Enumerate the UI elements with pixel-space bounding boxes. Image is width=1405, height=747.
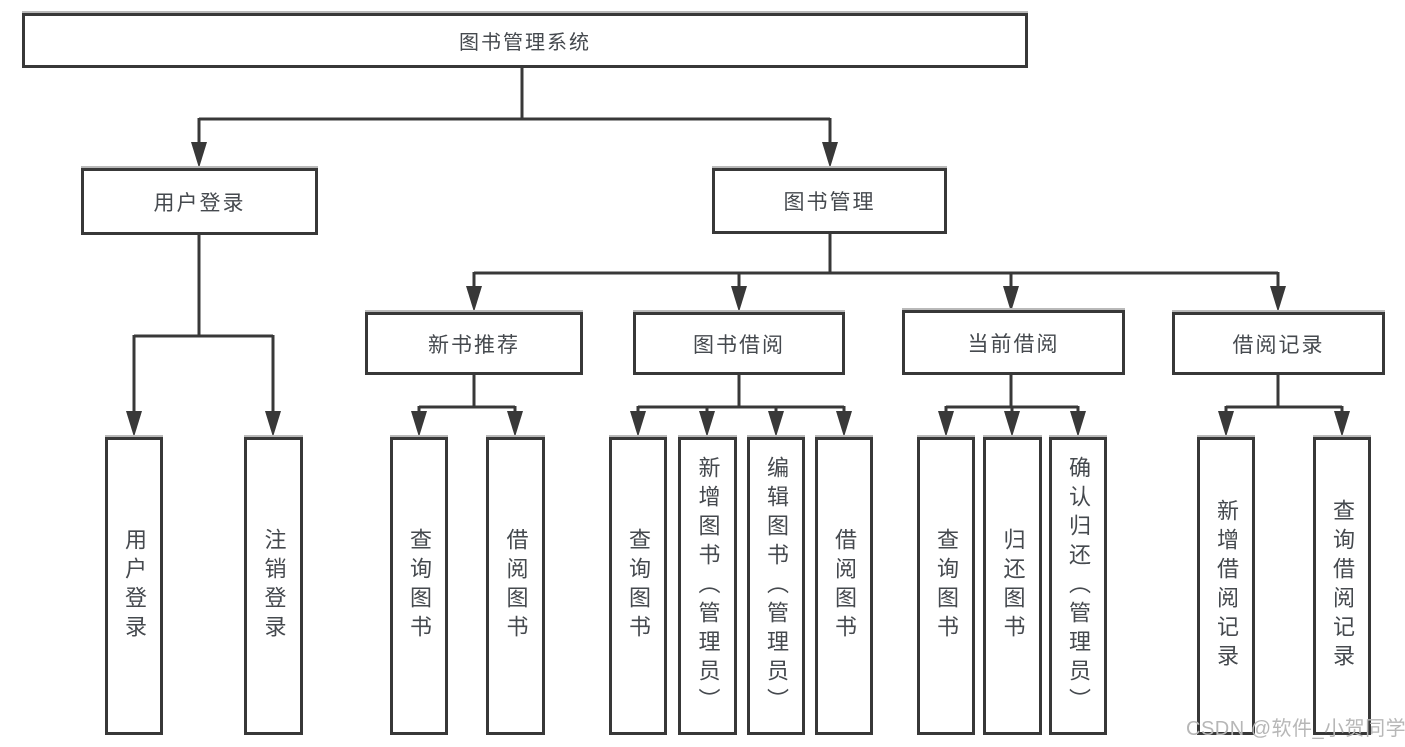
node-cb-return-books-label: 归还图书 [1000,528,1026,644]
node-cb-return-books: 归还图书 [983,437,1042,735]
node-bb-query-books-label: 查询图书 [626,528,651,644]
node-borrow-records-label: 借阅记录 [1232,333,1325,357]
node-borrow-records: 借阅记录 [1172,312,1385,375]
node-leaf-user-login: 用户登录 [105,437,163,735]
node-leaf-logout-label: 注销登录 [261,528,287,644]
node-bb-add-books-admin-label: 新增图书（管理员） [695,455,721,717]
node-current-borrowing: 当前借阅 [902,310,1125,375]
node-user-login-branch-label: 用户登录 [153,191,246,215]
node-new-book-recommend-label: 新书推荐 [428,333,520,357]
node-rec-query-record-label: 查询借阅记录 [1330,499,1355,673]
node-nb-borrow-books: 借阅图书 [486,437,545,735]
node-cb-query-books: 查询图书 [917,437,975,735]
node-bb-borrow-books: 借阅图书 [815,437,873,735]
node-bb-edit-books-admin: 编辑图书（管理员） [747,437,805,735]
node-current-borrowing-label: 当前借阅 [967,332,1060,356]
node-book-management: 图书管理 [712,168,947,234]
node-bb-query-books: 查询图书 [609,437,667,735]
node-cb-confirm-return-admin-label: 确认归还（管理员） [1066,455,1091,717]
node-cb-confirm-return-admin: 确认归还（管理员） [1049,437,1107,735]
node-leaf-logout: 注销登录 [244,437,303,735]
node-nb-borrow-books-label: 借阅图书 [503,528,529,644]
node-rec-add-record: 新增借阅记录 [1197,437,1255,735]
node-rec-query-record: 查询借阅记录 [1313,437,1371,735]
node-book-borrowing-label: 图书借阅 [693,333,785,357]
node-root: 图书管理系统 [22,13,1028,68]
node-leaf-user-login-label: 用户登录 [122,528,147,644]
node-book-borrowing: 图书借阅 [633,312,845,375]
node-nb-query-books-label: 查询图书 [407,528,432,644]
node-user-login-branch: 用户登录 [81,168,318,235]
node-cb-query-books-label: 查询图书 [934,528,959,644]
node-nb-query-books: 查询图书 [390,437,448,735]
node-bb-borrow-books-label: 借阅图书 [832,528,857,644]
node-bb-edit-books-admin-label: 编辑图书（管理员） [764,455,789,717]
node-book-management-label: 图书管理 [783,191,876,214]
csdn-watermark: CSDN @软件_小贺同学 [1186,718,1405,740]
node-bb-add-books-admin: 新增图书（管理员） [678,437,737,735]
node-new-book-recommend: 新书推荐 [365,312,583,375]
node-rec-add-record-label: 新增借阅记录 [1214,499,1239,673]
node-root-label: 图书管理系统 [459,32,591,54]
